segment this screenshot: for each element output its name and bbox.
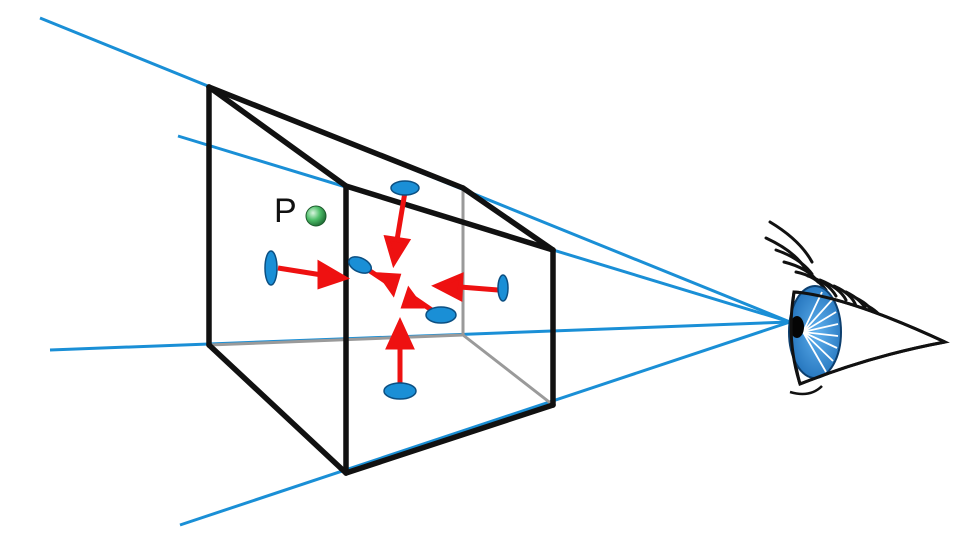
sight-line-bottom	[179, 320, 791, 527]
frustum-edge-bottom-left	[206, 342, 349, 476]
frustum-edge-top-right	[460, 185, 556, 253]
frustum-edge-top-left	[206, 84, 349, 189]
blue-disk-icon	[425, 306, 457, 324]
frustum-edge-front-bottom	[343, 402, 556, 476]
blue-disk-icon	[497, 274, 509, 302]
red-arrow-icon	[385, 316, 415, 388]
frustum-edge-top-back	[206, 84, 466, 191]
red-arrow-icon	[383, 191, 412, 269]
frustum-edge-front-top	[343, 183, 556, 253]
point-label: P	[274, 192, 297, 230]
disks	[264, 180, 509, 400]
blue-disk-icon	[347, 256, 373, 274]
clipping-arrows	[277, 191, 499, 388]
hidden-edge-bottom-side	[462, 333, 554, 407]
eye-icon	[764, 220, 950, 396]
blue-disk-icon	[383, 382, 417, 400]
green-sphere-icon	[305, 205, 327, 227]
frustum-hidden-edges	[208, 188, 554, 407]
blue-disk-icon	[390, 180, 420, 196]
frustum-edges	[206, 84, 556, 476]
blue-disk-icon	[264, 250, 278, 286]
red-arrow-icon	[431, 272, 499, 303]
red-arrow-icon	[277, 259, 351, 290]
hidden-edge-bottom-back	[208, 333, 464, 347]
